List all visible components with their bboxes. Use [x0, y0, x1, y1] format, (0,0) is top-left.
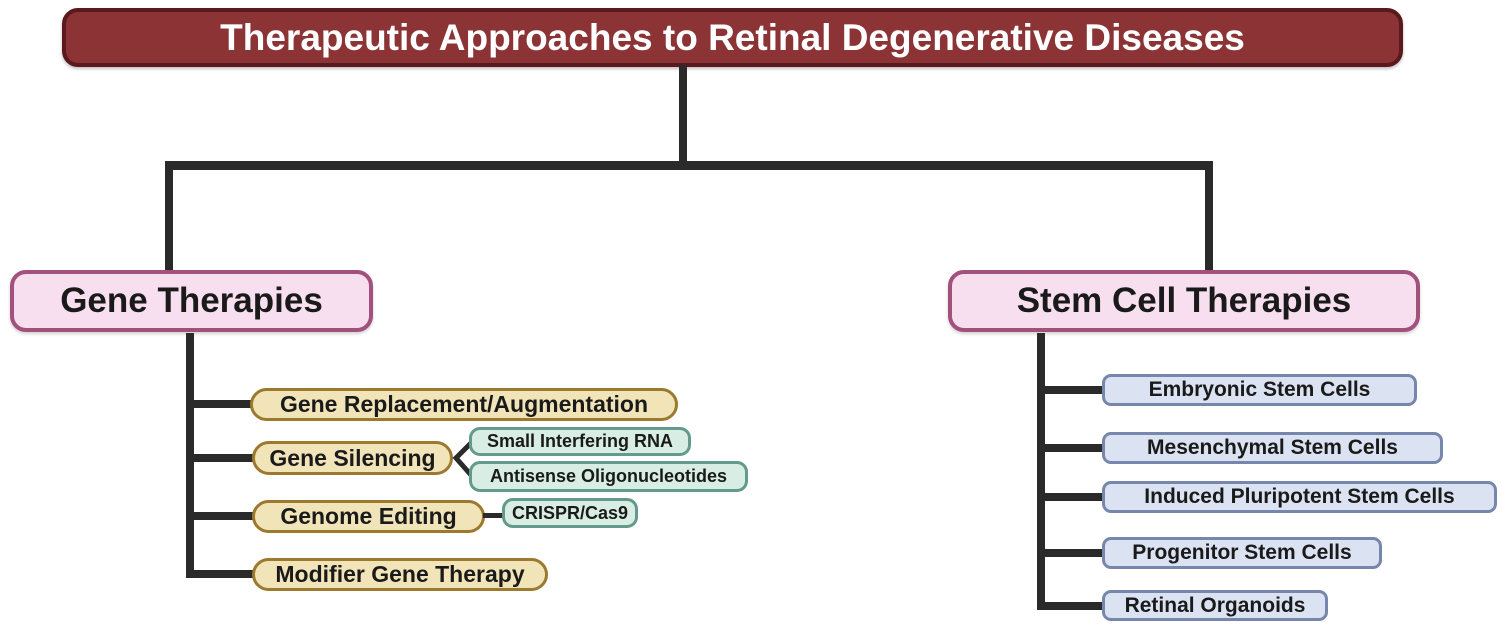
connector-gene-stub-3 — [186, 512, 254, 520]
node-gene-silencing: Gene Silencing — [252, 441, 453, 475]
connector-stem-stub-3 — [1037, 493, 1102, 501]
connector-gene-stub-1 — [186, 400, 254, 408]
node-genome-editing: Genome Editing — [252, 500, 485, 533]
connector-stem-stub-4 — [1037, 549, 1102, 557]
mesenchymal-stem-cells-label: Mesenchymal Stem Cells — [1147, 436, 1398, 459]
antisense-oligonucleotides-label: Antisense Oligonucleotides — [489, 466, 728, 486]
title-box: Therapeutic Approaches to Retinal Degene… — [62, 8, 1403, 67]
node-crispr-cas9: CRISPR/Cas9 — [502, 498, 638, 528]
gene-silencing-label: Gene Silencing — [269, 444, 436, 471]
connector-title-vertical — [679, 65, 687, 164]
connector-main-horizontal — [165, 161, 1213, 170]
modifier-gene-therapy-label: Modifier Gene Therapy — [275, 561, 525, 587]
connector-stem-spine — [1037, 333, 1045, 610]
node-modifier-gene-therapy: Modifier Gene Therapy — [252, 558, 548, 591]
node-small-interfering-rna: Small Interfering RNA — [469, 427, 691, 456]
connector-gene-silencing-chevron — [452, 439, 475, 479]
node-gene-therapies: Gene Therapies — [10, 270, 373, 332]
connector-crispr-dash — [483, 513, 504, 518]
node-progenitor-stem-cells: Progenitor Stem Cells — [1102, 537, 1382, 569]
title-label: Therapeutic Approaches to Retinal Degene… — [220, 16, 1245, 58]
connector-gene-stub-2 — [186, 454, 254, 462]
connector-stem-stub-5 — [1037, 602, 1102, 610]
node-induced-pluripotent-stem-cells: Induced Pluripotent Stem Cells — [1102, 481, 1497, 513]
stem-cell-therapies-label: Stem Cell Therapies — [1016, 281, 1352, 320]
connector-stem-stub-2 — [1037, 444, 1102, 452]
small-interfering-rna-label: Small Interfering RNA — [486, 431, 674, 451]
node-retinal-organoids: Retinal Organoids — [1102, 590, 1328, 621]
gene-replacement-label: Gene Replacement/Augmentation — [279, 391, 649, 417]
retinal-organoids-label: Retinal Organoids — [1124, 593, 1306, 617]
node-stem-cell-therapies: Stem Cell Therapies — [948, 270, 1420, 332]
crispr-cas9-label: CRISPR/Cas9 — [511, 502, 629, 523]
connector-left-drop — [165, 161, 173, 272]
induced-pluripotent-stem-cells-label: Induced Pluripotent Stem Cells — [1144, 485, 1455, 508]
node-gene-replacement: Gene Replacement/Augmentation — [250, 388, 678, 421]
embryonic-stem-cells-label: Embryonic Stem Cells — [1148, 378, 1371, 401]
connector-stem-stub-1 — [1037, 386, 1102, 394]
genome-editing-label: Genome Editing — [280, 503, 457, 529]
node-antisense-oligonucleotides: Antisense Oligonucleotides — [469, 461, 748, 492]
node-embryonic-stem-cells: Embryonic Stem Cells — [1102, 374, 1417, 406]
progenitor-stem-cells-label: Progenitor Stem Cells — [1132, 541, 1352, 564]
gene-therapies-label: Gene Therapies — [60, 281, 323, 320]
node-mesenchymal-stem-cells: Mesenchymal Stem Cells — [1102, 432, 1443, 464]
connector-right-drop — [1205, 161, 1213, 272]
connector-gene-stub-4 — [186, 570, 254, 578]
